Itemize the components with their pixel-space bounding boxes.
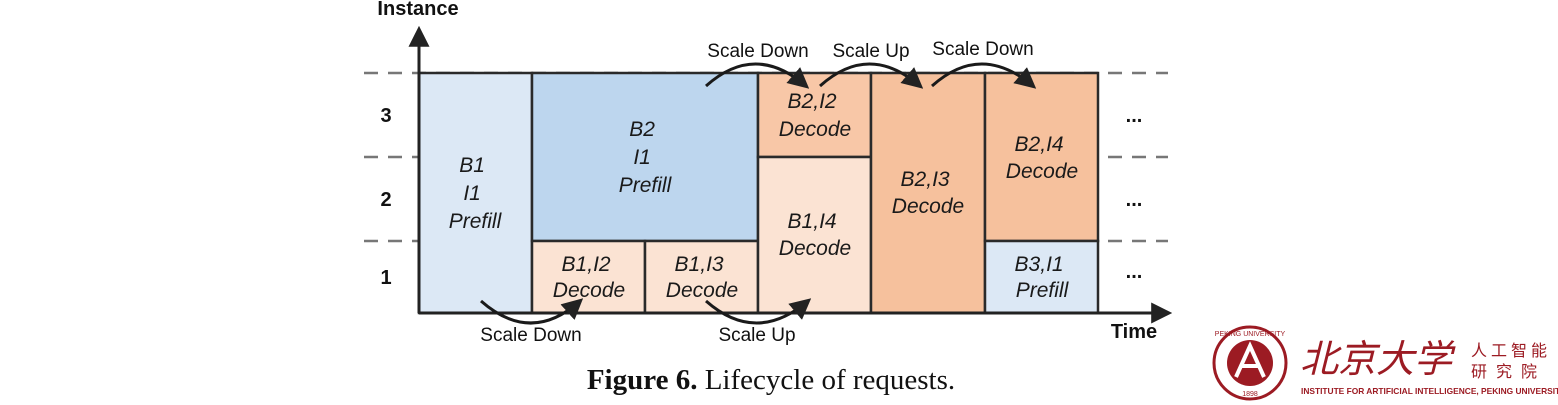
continuation-1: ... [1126,261,1143,283]
seal-text: PEKING UNIVERSITY [1215,331,1286,338]
block-b2-i4-decode [983,71,1100,243]
block-b2-i1-prefill [530,71,760,243]
label-b1-i3-decode: B1,I3 Decode [666,253,738,302]
label-b2-i4-decode: B2,I4 Decode [1006,133,1078,183]
arrow-scale-down-top-2 [930,62,1037,89]
seal-year: 1898 [1242,391,1258,398]
label-b2-i1-prefill: B2 I1 Prefill [619,118,673,197]
block-b2-i2-decode [756,71,873,159]
seal-icon: PEKING UNIVERSITY 1898 [1212,325,1288,401]
block-b1-i3-decode [643,239,760,315]
transition-label-scale-up-top: Scale Up [832,41,909,62]
pku-logo: PEKING UNIVERSITY 1898 北京大学 人工智能 研究院 INS… [1212,325,1558,401]
blocks [417,71,1100,315]
logo-institute-cn-line2: 研究院 [1471,363,1546,381]
y-tick-3: 3 [380,105,391,127]
seal-glyph [1234,341,1266,378]
y-axis-label: Instance [377,0,458,20]
label-b1-i1-prefill: B1 I1 Prefill [449,154,503,233]
arrow-scale-up-bottom [705,298,812,325]
label-b2-i3-decode: B2,I3 Decode [892,168,964,218]
transition-arrows [480,62,1037,325]
label-b1-i2-decode: B1,I2 Decode [553,253,625,302]
logo-name-cn: 北京大学 [1300,339,1456,381]
block-b2-i3-decode [869,71,987,315]
caption-label: Figure 6. [586,364,698,396]
arrow-scale-up-top [818,62,924,89]
continuation-dots: ... ... ... [1126,105,1143,283]
arrow-scale-down-top-1 [704,62,810,89]
block-b1-i4-decode [756,155,873,315]
label-b1-i4-decode: B1,I4 Decode [779,210,851,260]
y-tick-2: 2 [380,189,391,211]
y-tick-1: 1 [380,267,391,289]
block-b1-i2-decode [530,239,647,315]
caption-text: Lifecycle of requests. [697,364,956,396]
logo-institute-cn-line1: 人工智能 [1471,342,1551,360]
y-ticks: 1 2 3 [380,105,391,289]
transition-label-scale-down-top-2: Scale Down [932,39,1033,60]
transition-label-scale-down-top-1: Scale Down [707,41,808,62]
label-b2-i2-decode: B2,I2 Decode [779,90,851,141]
arrow-scale-down-bottom [480,298,584,325]
block-labels: B1 I1 Prefill B2 I1 Prefill B1,I2 Decode… [449,90,1078,302]
logo-institute-en: INSTITUTE FOR ARTIFICIAL INTELLIGENCE, P… [1301,386,1558,396]
figure-caption: Figure 6. Lifecycle of requests. [0,364,1542,397]
transition-labels: Scale Down Scale Up Scale Down Scale Dow… [480,39,1033,346]
label-b3-i1-prefill: B3,I1 Prefill [1015,253,1070,302]
x-axis-label: Time [1111,321,1157,343]
continuation-2: ... [1126,189,1143,211]
block-b3-i1-prefill [983,239,1100,315]
continuation-3: ... [1126,105,1143,127]
transition-label-scale-up-bottom: Scale Up [718,325,795,346]
transition-label-scale-down-bottom: Scale Down [480,325,581,346]
